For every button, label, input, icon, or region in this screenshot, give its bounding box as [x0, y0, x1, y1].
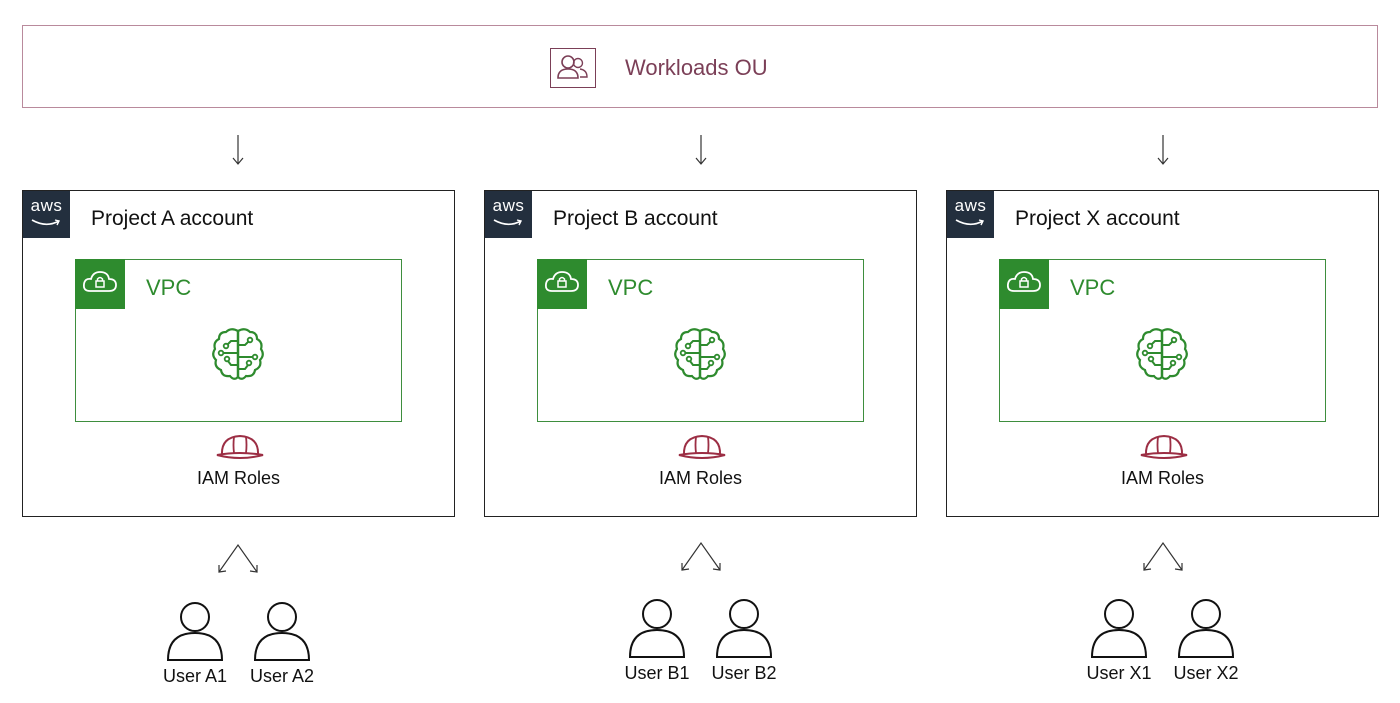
- iam-roles-label: IAM Roles: [658, 468, 743, 488]
- account-title: Project X account: [1015, 207, 1180, 230]
- iam-role-helmet-icon: [678, 434, 726, 459]
- account-title: Project A account: [91, 207, 254, 230]
- machine-learning-brain-icon: [212, 328, 264, 380]
- user-label: User X1: [1086, 663, 1152, 683]
- iam-roles-label: IAM Roles: [1120, 468, 1205, 488]
- aws-logo-icon: aws: [947, 191, 994, 238]
- user-label: User A1: [162, 666, 228, 686]
- vpc-label: VPC: [1070, 275, 1116, 300]
- fork-arrow: [681, 541, 721, 571]
- machine-learning-brain-icon: [674, 328, 726, 380]
- ou-title: Workloads OU: [625, 55, 768, 80]
- iam-role-helmet-icon: [216, 434, 264, 459]
- vpc-container: VPC: [537, 259, 864, 422]
- user-icon: [628, 599, 686, 658]
- user-label: User B1: [624, 663, 690, 683]
- fork-arrow: [1143, 541, 1183, 571]
- down-arrow: [695, 135, 707, 165]
- account-title: Project B account: [553, 207, 718, 230]
- down-arrow: [1157, 135, 1169, 165]
- down-arrow: [232, 135, 244, 165]
- user-icon: [166, 602, 224, 661]
- user-label: User A2: [249, 666, 315, 686]
- user-icon: [253, 602, 311, 661]
- machine-learning-brain-icon: [1136, 328, 1188, 380]
- user-icon: [1090, 599, 1148, 658]
- user-label: User X2: [1173, 663, 1239, 683]
- project-x-account: aws Project X account VPC IAM Rol: [946, 190, 1379, 517]
- vpc-cloud-lock-icon: [75, 259, 125, 309]
- vpc-container: VPC: [999, 259, 1326, 422]
- user-label: User B2: [711, 663, 777, 683]
- aws-logo-icon: aws: [23, 191, 70, 238]
- vpc-cloud-lock-icon: [999, 259, 1049, 309]
- vpc-cloud-lock-icon: [537, 259, 587, 309]
- user-icon: [715, 599, 773, 658]
- fork-arrow: [218, 543, 258, 573]
- iam-role-helmet-icon: [1140, 434, 1188, 459]
- user-icon: [1177, 599, 1235, 658]
- vpc-label: VPC: [608, 275, 654, 300]
- workloads-ou-container: [22, 25, 1378, 108]
- users-group-icon: [550, 48, 596, 88]
- project-a-account: aws Project A account VPC IAM Rol: [22, 190, 455, 517]
- project-b-account: aws Project B account VPC IAM Rol: [484, 190, 917, 517]
- aws-logo-icon: aws: [485, 191, 532, 238]
- iam-roles-label: IAM Roles: [196, 468, 281, 488]
- vpc-label: VPC: [146, 275, 192, 300]
- vpc-container: VPC: [75, 259, 402, 422]
